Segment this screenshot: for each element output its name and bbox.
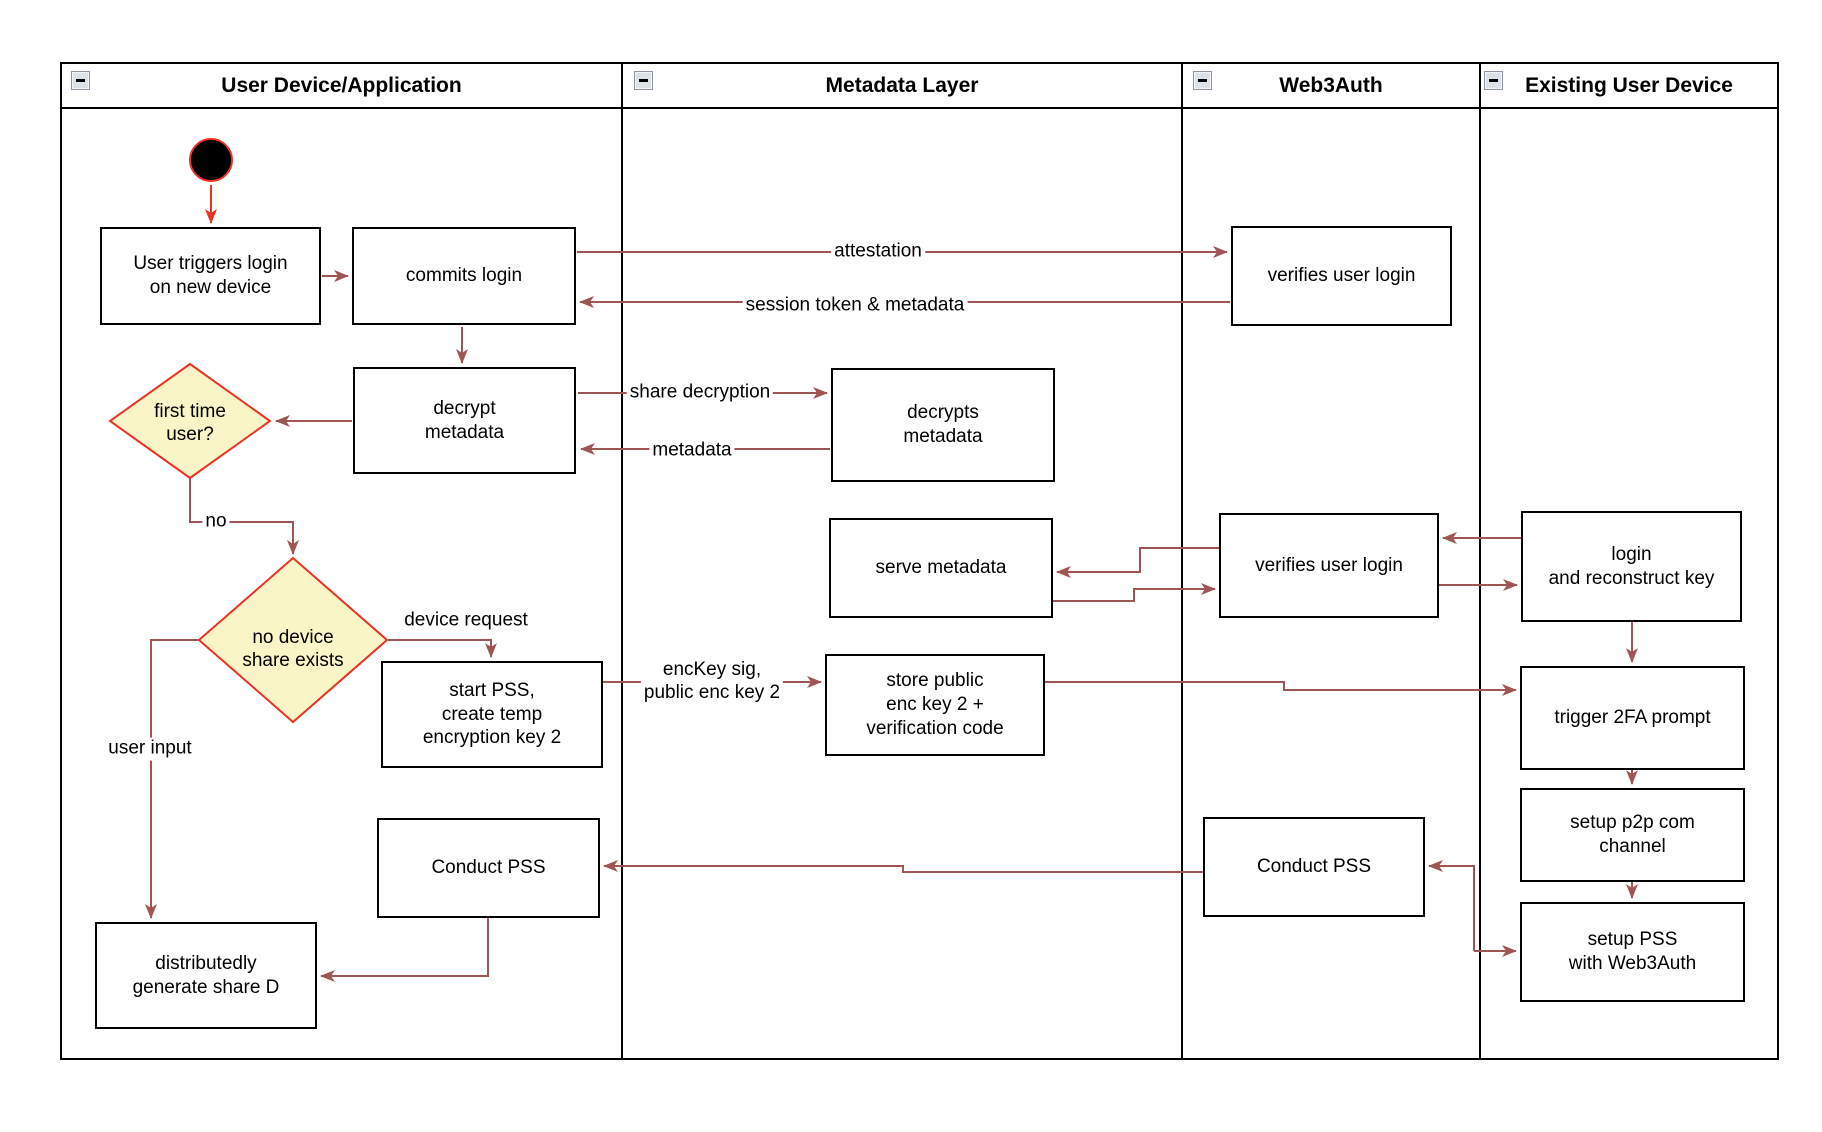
lane-header-web3auth[interactable]: Web3Auth [1183, 64, 1479, 109]
node-login-reconstruct-key[interactable]: login and reconstruct key [1521, 511, 1742, 622]
lane-metadata-layer: Metadata Layer [623, 64, 1183, 1058]
lane-web3auth: Web3Auth [1183, 64, 1481, 1058]
minus-icon [639, 79, 648, 82]
edge-label-metadata: metadata [649, 439, 735, 463]
lane-user-device: User Device/Application [62, 64, 623, 1058]
node-commits-login[interactable]: commits login [352, 227, 576, 325]
minus-icon [76, 79, 85, 82]
edge-serve-to-verifies2 [1053, 583, 1216, 602]
node-conduct-pss-web3auth[interactable]: Conduct PSS [1203, 817, 1425, 917]
node-start-pss[interactable]: start PSS, create temp encryption key 2 [381, 661, 603, 768]
collapse-lane-icon[interactable] [1193, 71, 1212, 90]
minus-icon [1489, 79, 1498, 82]
edge-label-user-input: user input [105, 737, 195, 761]
node-decrypts-metadata[interactable]: decrypts metadata [831, 368, 1055, 482]
decision-label-no-device: no device share exists [242, 627, 344, 671]
decision-no-device-share[interactable] [197, 556, 389, 724]
lane-title: Metadata Layer [825, 73, 979, 97]
start-node[interactable] [189, 138, 233, 182]
edge-store-to-2fa [1045, 681, 1517, 696]
collapse-lane-icon[interactable] [1484, 71, 1503, 90]
lane-title: User Device/Application [221, 73, 462, 97]
edge-setup-pss-to-conduct [1428, 860, 1475, 951]
collapse-lane-icon[interactable] [634, 71, 653, 90]
edge-verifies2-to-serve [1056, 547, 1219, 578]
minus-icon [1198, 79, 1207, 82]
edge-label-session-token: session token & metadata [742, 294, 968, 318]
edge-conduct-web3-to-device [603, 860, 1203, 873]
node-conduct-pss-device[interactable]: Conduct PSS [377, 818, 600, 918]
node-setup-p2p-channel[interactable]: setup p2p com channel [1520, 788, 1745, 882]
edge-device-request [388, 639, 497, 658]
edge-conduct-to-generate [320, 918, 489, 982]
node-setup-pss-web3auth[interactable]: setup PSS with Web3Auth [1520, 902, 1745, 1002]
edge-label-enckey-sig: encKey sig, public enc key 2 [640, 659, 784, 705]
decision-first-time-user[interactable] [108, 362, 272, 480]
edge-label-device-request: device request [401, 609, 531, 633]
node-verifies-user-login-1[interactable]: verifies user login [1231, 226, 1452, 326]
edge-no-branch [189, 478, 299, 555]
lane-existing-device: Existing User Device [1481, 64, 1777, 1058]
node-serve-metadata[interactable]: serve metadata [829, 518, 1053, 618]
lane-header-user-device[interactable]: User Device/Application [62, 64, 621, 109]
swimlane-pool: User Device/Application Metadata Layer W… [60, 62, 1779, 1060]
node-store-public-enc-key[interactable]: store public enc key 2 + verification co… [825, 654, 1045, 756]
collapse-lane-icon[interactable] [71, 71, 90, 90]
edge-user-input [145, 639, 199, 919]
node-trigger-2fa-prompt[interactable]: trigger 2FA prompt [1520, 666, 1745, 770]
lane-header-existing-device[interactable]: Existing User Device [1481, 64, 1777, 109]
edge-label-no: no [202, 510, 230, 534]
lane-title: Existing User Device [1525, 73, 1733, 97]
edge-label-attestation: attestation [831, 240, 925, 264]
node-generate-share-d[interactable]: distributedly generate share D [95, 922, 317, 1029]
edge-label-share-decryption: share decryption [626, 381, 774, 405]
decision-label-first-time: first time user? [154, 401, 226, 445]
node-verifies-user-login-2[interactable]: verifies user login [1219, 513, 1439, 618]
lane-header-metadata-layer[interactable]: Metadata Layer [623, 64, 1181, 109]
node-decrypt-metadata[interactable]: decrypt metadata [353, 367, 576, 474]
lane-title: Web3Auth [1279, 73, 1383, 97]
node-user-triggers-login[interactable]: User triggers login on new device [100, 227, 321, 325]
